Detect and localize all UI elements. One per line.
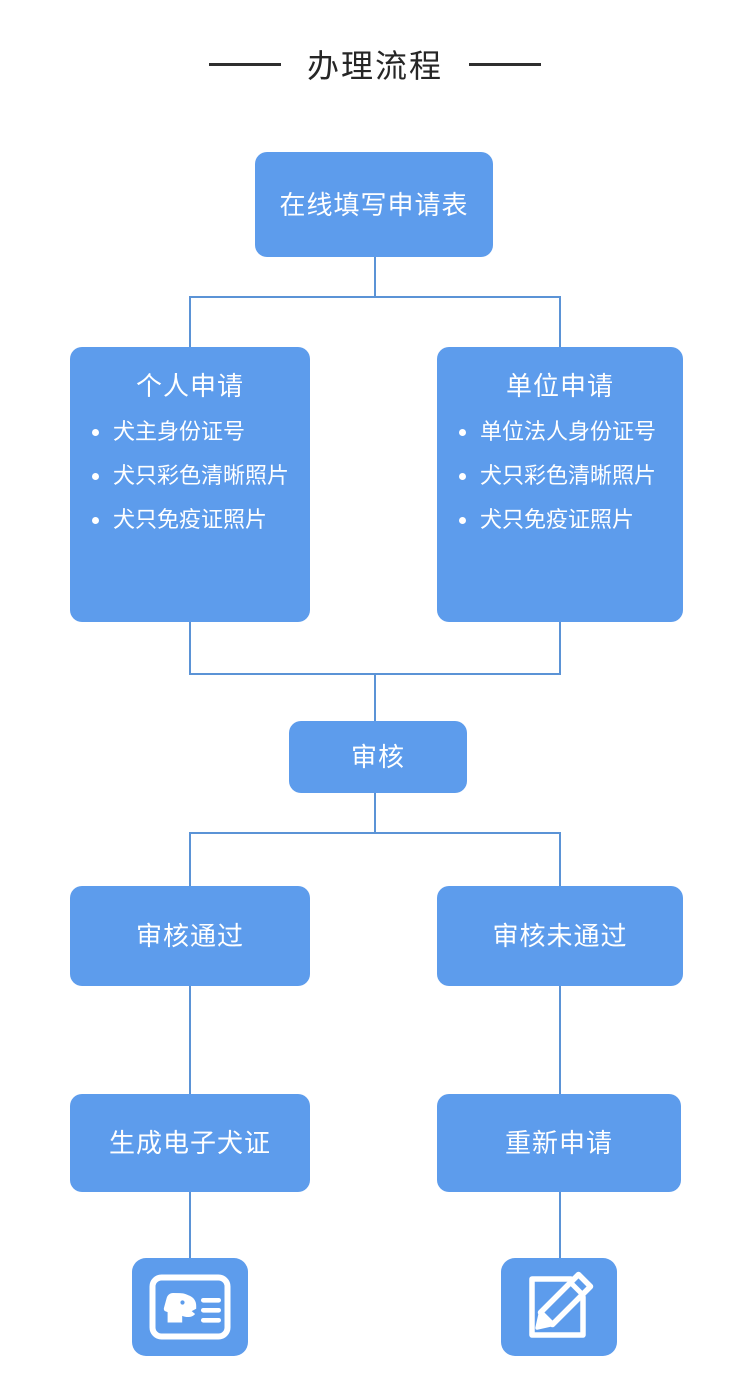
list-item-label: 犬主身份证号 bbox=[113, 419, 246, 444]
page-title-block: 办理流程 bbox=[0, 34, 750, 94]
connector-review-down bbox=[374, 673, 376, 721]
list-item: 犬只免疫证照片 bbox=[459, 509, 683, 531]
node-generate-electronic-license-label: 生成电子犬证 bbox=[108, 1128, 271, 1158]
node-generate-electronic-license[interactable]: 生成电子犬证 bbox=[70, 1094, 310, 1192]
node-review-approved[interactable]: 审核通过 bbox=[70, 886, 310, 986]
node-reapply[interactable]: 重新申请 bbox=[437, 1094, 681, 1192]
node-review-approved-label: 审核通过 bbox=[135, 921, 244, 951]
connector-organization-down bbox=[559, 622, 561, 674]
bullet-dot-icon bbox=[459, 428, 466, 436]
list-item: 单位法人身份证号 bbox=[459, 421, 683, 443]
list-item-label: 犬只免疫证照片 bbox=[113, 507, 268, 532]
node-reapply-label: 重新申请 bbox=[504, 1128, 613, 1158]
title-rule-left bbox=[208, 62, 281, 66]
node-organization-application-title: 单位申请 bbox=[505, 371, 614, 401]
node-personal-application-title: 个人申请 bbox=[135, 371, 244, 401]
list-item-label: 犬只彩色清晰照片 bbox=[113, 463, 290, 488]
list-item-label: 犬只免疫证照片 bbox=[480, 507, 635, 532]
list-item-label: 犬只彩色清晰照片 bbox=[480, 463, 657, 488]
connector-split-results bbox=[189, 832, 561, 834]
connector-approved-down bbox=[189, 986, 191, 1094]
connector-reapply-down bbox=[559, 1192, 561, 1258]
node-online-application-form[interactable]: 在线填写申请表 bbox=[255, 152, 493, 257]
bullet-dot-icon bbox=[92, 472, 99, 480]
edit-document-icon bbox=[529, 1271, 594, 1338]
connector-license-down bbox=[189, 1192, 191, 1258]
connector-rejected-down bbox=[559, 986, 561, 1094]
personal-requirement-list: 犬主身份证号 犬只彩色清晰照片 犬只免疫证照片 bbox=[70, 421, 310, 531]
list-item: 犬只彩色清晰照片 bbox=[92, 465, 310, 487]
connector-to-approved bbox=[189, 832, 191, 886]
list-item: 犬只免疫证照片 bbox=[92, 509, 310, 531]
connector-to-personal bbox=[189, 296, 191, 347]
edit-document-tile[interactable] bbox=[501, 1258, 617, 1356]
organization-requirement-list: 单位法人身份证号 犬只彩色清晰照片 犬只免疫证照片 bbox=[437, 421, 683, 531]
node-online-application-form-label: 在线填写申请表 bbox=[279, 189, 469, 220]
bullet-dot-icon bbox=[459, 472, 466, 480]
connector-review-out bbox=[374, 793, 376, 833]
bullet-dot-icon bbox=[92, 516, 99, 524]
bullet-dot-icon bbox=[92, 428, 99, 436]
node-review-rejected-label: 审核未通过 bbox=[492, 921, 628, 951]
list-item-label: 单位法人身份证号 bbox=[480, 419, 657, 444]
list-item: 犬只彩色清晰照片 bbox=[459, 465, 683, 487]
node-review-label: 审核 bbox=[350, 742, 405, 772]
list-item: 犬主身份证号 bbox=[92, 421, 310, 443]
connector-personal-down bbox=[189, 622, 191, 674]
dog-license-card-icon bbox=[149, 1274, 231, 1340]
title-rule-right bbox=[469, 62, 541, 66]
connector-start-down bbox=[374, 257, 376, 297]
connector-to-organization bbox=[559, 296, 561, 347]
connector-to-rejected bbox=[559, 832, 561, 886]
bullet-dot-icon bbox=[459, 516, 466, 524]
page-title: 办理流程 bbox=[306, 48, 443, 84]
node-organization-application[interactable]: 单位申请 单位法人身份证号 犬只彩色清晰照片 犬只免疫证照片 bbox=[437, 347, 683, 622]
node-personal-application[interactable]: 个人申请 犬主身份证号 犬只彩色清晰照片 犬只免疫证照片 bbox=[70, 347, 310, 622]
node-review-rejected[interactable]: 审核未通过 bbox=[437, 886, 683, 986]
connector-split-applicants bbox=[189, 296, 561, 298]
dog-license-card-tile[interactable] bbox=[132, 1258, 248, 1356]
node-review[interactable]: 审核 bbox=[289, 721, 467, 793]
